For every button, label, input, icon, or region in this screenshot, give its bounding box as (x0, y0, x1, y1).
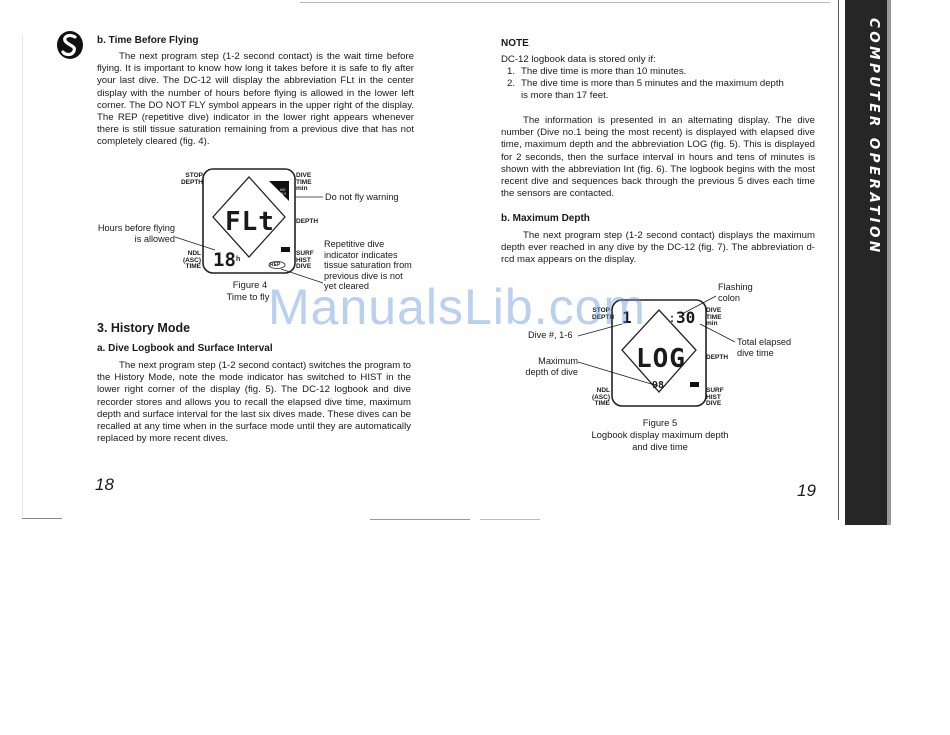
page-number-left: 18 (95, 475, 114, 494)
figure-5-caption-title: Figure 5 (642, 417, 678, 428)
figure-4-lcd-outline (202, 168, 296, 274)
figure-4: STOP DEPTH DIVE TIME min DEPTH NDL (ASC)… (95, 165, 425, 305)
figure-5: STOP DEPTH DIVE TIME min DEPTH NDL (ASC)… (510, 280, 810, 455)
bottom-rule-right (480, 519, 540, 520)
figure-5-lcd-outline (611, 299, 707, 407)
callout-max-depth: Maximum depth of dive (525, 356, 578, 377)
lcd5-stop-depth-label: STOP DEPTH (592, 307, 615, 321)
figure-5-callout-lines (577, 295, 736, 387)
callout-flashing-colon: Flashing colon (718, 282, 753, 303)
lcd-hours-unit: h (236, 256, 241, 263)
lcd-dive-time-label: DIVE TIME min (296, 172, 312, 192)
top-rule (300, 2, 830, 3)
note-item-num: 2. (507, 78, 516, 90)
max-depth-heading: b. Maximum Depth (501, 213, 590, 224)
page-number-right: 19 (797, 481, 816, 500)
bottom-rule-center (370, 519, 470, 520)
note-intro: DC-12 logbook data is stored only if: (501, 54, 656, 65)
note-heading: NOTE (501, 38, 529, 49)
note-item: 2. The dive time is more than 5 minutes … (501, 78, 791, 102)
figure-4-callout-lines (174, 196, 324, 284)
page-fold-line (22, 35, 23, 515)
lcd5-surf-hist-dive-label: SURF HIST DIVE (706, 387, 724, 407)
figure-4-caption-text: Time to fly (226, 291, 270, 302)
callout-dive-number: Dive #, 1-6 (528, 330, 573, 340)
side-tab-edge (887, 0, 891, 525)
lcd-stop-depth-label: STOP DEPTH (180, 172, 203, 186)
bottom-rule-left (22, 518, 62, 519)
lcd5-depth-label: DEPTH (706, 354, 729, 361)
right-page-border (838, 0, 839, 520)
history-mode-heading: 3. History Mode (97, 321, 191, 335)
lcd-hours-value: 18 (213, 249, 236, 271)
lcd5-ndl-label: NDL (ASC) TIME (591, 387, 610, 407)
lcd-rep-label: REP (270, 262, 281, 268)
callout-rep: Repetitive dive indicator indicates tiss… (324, 239, 412, 291)
note-list: 1. The dive time is more than 10 minutes… (501, 66, 821, 103)
lcd-surf-hist-dive-label: SURF HIST DIVE (296, 250, 314, 270)
chapter-side-tab: COMPUTER OPERATION (845, 0, 887, 525)
note-item-num: 1. (507, 66, 516, 77)
lcd-depth-label: DEPTH (296, 218, 319, 225)
note-item-text: The dive time is more than 5 minutes and… (521, 78, 784, 102)
lcd5-dive-time-label: DIVE TIME min (706, 307, 722, 327)
time-before-flying-paragraph: The next program step (1-2 second contac… (97, 51, 414, 148)
info-paragraph: The information is presented in an alter… (501, 115, 815, 200)
figure-5-caption-text: Logbook display maximum depth and dive t… (591, 429, 729, 452)
callout-no-fly: Do not fly warning (325, 192, 399, 202)
chapter-side-tab-text: COMPUTER OPERATION (866, 18, 882, 256)
lcd5-center-text: LOG (636, 344, 686, 374)
lcd-center-text: FLt (225, 207, 275, 237)
figure-4-caption-title: Figure 4 (232, 279, 268, 290)
callout-hours: Hours before flying is allowed (97, 223, 175, 244)
time-before-flying-heading: b. Time Before Flying (97, 35, 199, 46)
lcd5-flashing-colon: : (670, 311, 674, 325)
lcd-ndl-label: NDL (ASC) TIME (182, 250, 201, 270)
no-fly-symbol (269, 181, 289, 201)
watermark: ManualsLib.com (268, 279, 647, 335)
note-item: 1. The dive time is more than 10 minutes… (501, 66, 821, 78)
history-mode-paragraph: The next program step (1-2 second contac… (97, 360, 411, 445)
dive-logbook-heading: a. Dive Logbook and Surface Interval (97, 343, 273, 354)
max-depth-paragraph: The next program step (1-2 second contac… (501, 230, 815, 266)
callout-total-time: Total elapsed dive time (737, 337, 792, 358)
lcd5-time-value: 30 (676, 308, 696, 327)
lcd5-max-depth-value: 98 (652, 380, 665, 391)
lcd5-dive-number: 1 (622, 308, 632, 327)
note-item-text: The dive time is more than 10 minutes. (521, 66, 687, 77)
lcd-no-fly-label: NO FLY (280, 188, 287, 196)
brand-logo (56, 30, 84, 60)
